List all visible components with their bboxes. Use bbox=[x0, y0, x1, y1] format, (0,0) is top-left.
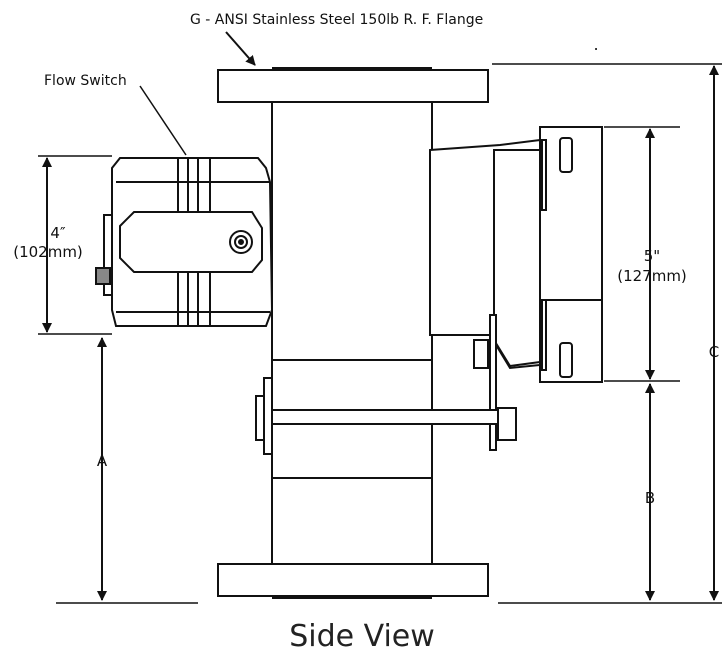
bottom-flange bbox=[217, 563, 489, 599]
transmitter-housing bbox=[429, 126, 603, 451]
dim-5in-label: 5" bbox=[644, 247, 660, 265]
flow-switch-leader bbox=[139, 85, 187, 156]
dim-4mm-label: (102mm) bbox=[13, 243, 83, 261]
dim-a-label: A bbox=[97, 452, 108, 470]
dim-5mm-label: (127mm) bbox=[617, 267, 687, 285]
dim-4in-label: 4″ bbox=[50, 224, 66, 242]
pipe-body bbox=[271, 99, 433, 567]
mounting-bolt bbox=[255, 377, 517, 455]
flow-switch-housing bbox=[95, 157, 274, 327]
dot-mark: . bbox=[593, 35, 598, 54]
view-title: Side View bbox=[289, 619, 435, 654]
dim-c-label: C bbox=[709, 343, 719, 361]
flange-label: G - ANSI Stainless Steel 150lb R. F. Fla… bbox=[190, 12, 483, 28]
top-flange bbox=[217, 67, 489, 103]
dim-b-label: B bbox=[645, 489, 655, 507]
flow-switch-label: Flow Switch bbox=[44, 73, 127, 89]
dimension-lines bbox=[38, 63, 722, 604]
flange-leader bbox=[225, 31, 256, 66]
